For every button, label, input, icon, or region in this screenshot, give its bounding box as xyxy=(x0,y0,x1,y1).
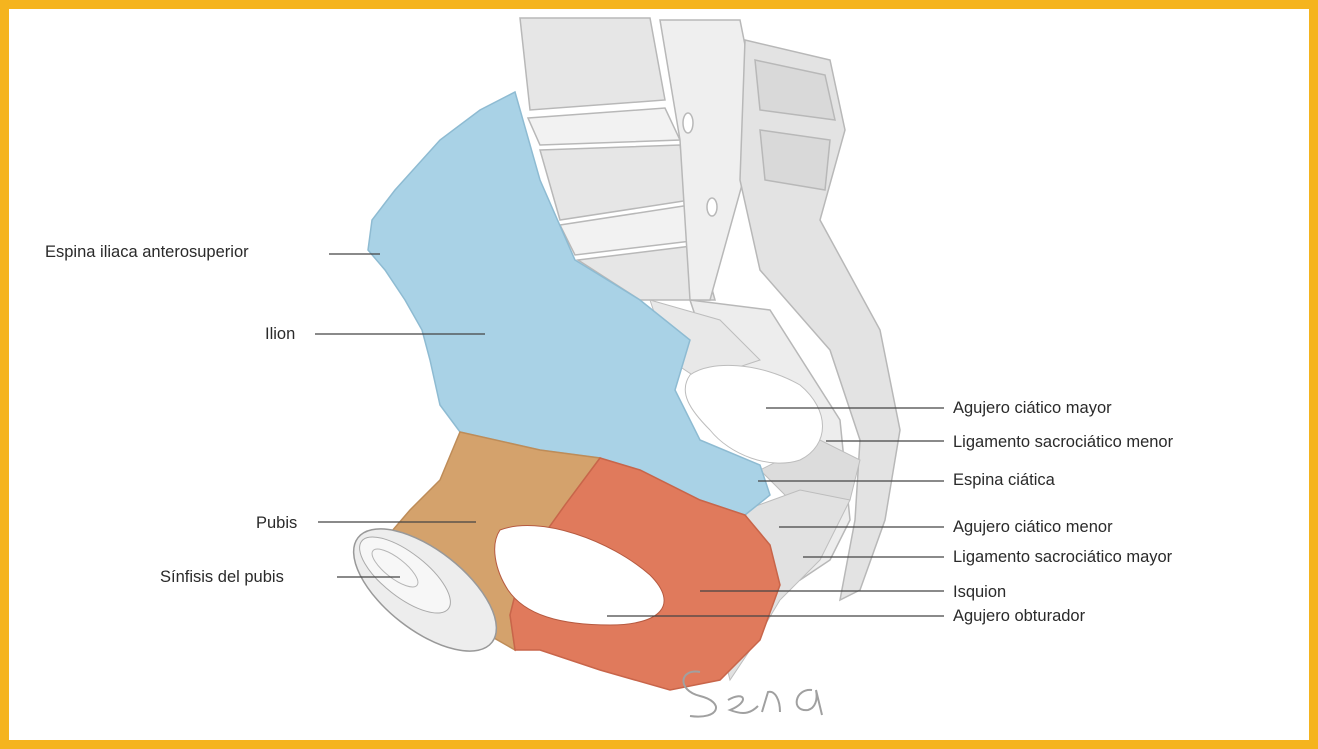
label-isquion: Isquion xyxy=(953,583,1007,601)
label-espina-ciatica: Espina ciática xyxy=(953,471,1055,489)
label-sinfisis-del-pubis: Sínfisis del pubis xyxy=(160,568,284,586)
label-agujero-ciatico-menor: Agujero ciático menor xyxy=(953,518,1113,536)
leader-lines xyxy=(315,253,944,617)
label-ligamento-sacrociatico-mayor: Ligamento sacrociático mayor xyxy=(953,548,1173,566)
pelvis-illustration xyxy=(315,17,944,718)
agujero-ciatico-mayor-shape xyxy=(684,364,823,464)
label-agujero-ciatico-mayor: Agujero ciático mayor xyxy=(953,399,1112,417)
agujero-obturador-shape xyxy=(494,525,665,626)
diagram-frame: Espina iliaca anterosuperior Ilion Pubis… xyxy=(9,9,1309,740)
label-pubis: Pubis xyxy=(256,514,298,532)
signature-sena xyxy=(682,670,823,718)
label-espina-iliaca-anterosuperior: Espina iliaca anterosuperior xyxy=(45,243,249,261)
label-ilion: Ilion xyxy=(265,325,296,343)
sinfisis-disk xyxy=(352,528,498,652)
label-ligamento-sacrociatico-menor: Ligamento sacrociático menor xyxy=(953,433,1174,451)
label-agujero-obturador: Agujero obturador xyxy=(953,607,1086,625)
